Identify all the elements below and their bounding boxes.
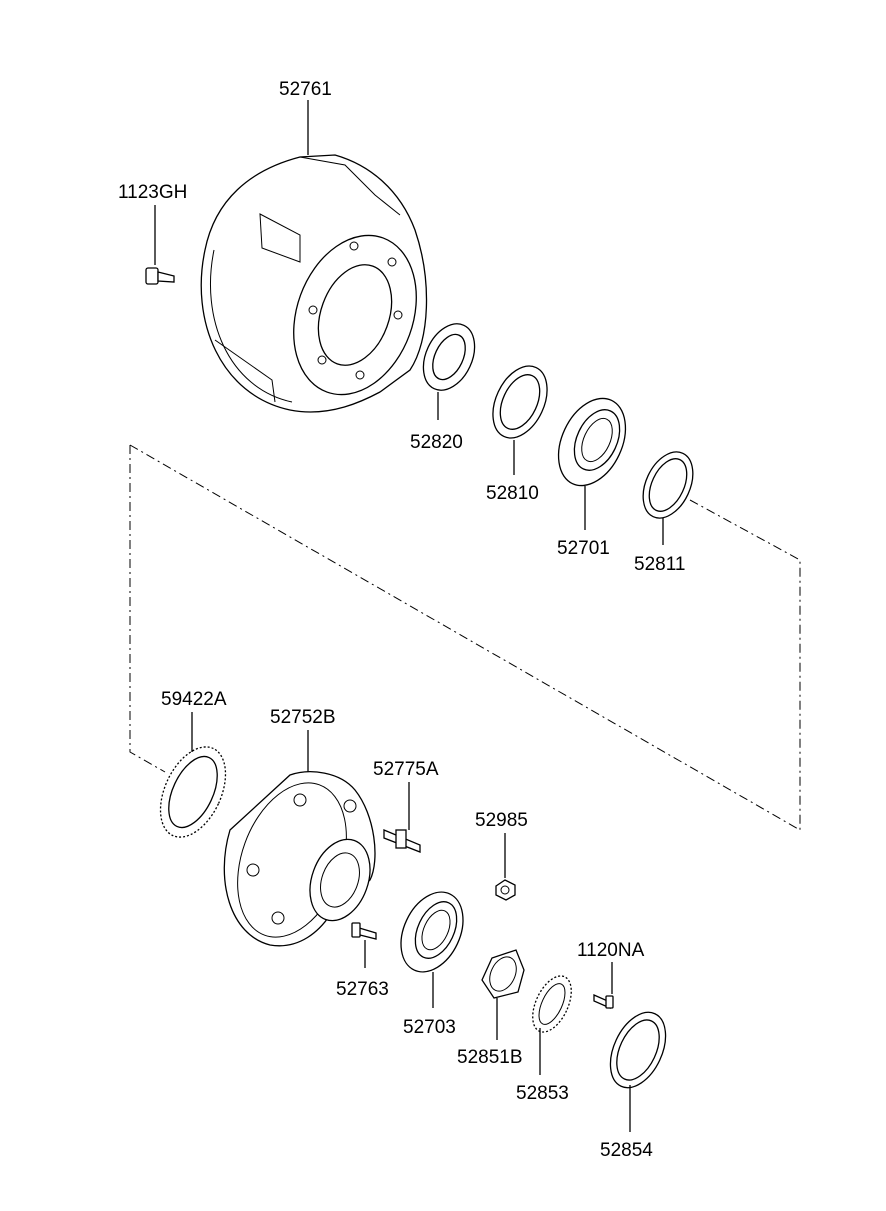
leader-lines bbox=[154, 100, 664, 1132]
label-59422a[interactable]: 59422A bbox=[161, 689, 227, 710]
label-52851b[interactable]: 52851B bbox=[457, 1047, 523, 1068]
label-52810[interactable]: 52810 bbox=[486, 483, 539, 504]
label-52763[interactable]: 52763 bbox=[336, 979, 389, 1000]
label-52854[interactable]: 52854 bbox=[600, 1140, 653, 1161]
seal-52854[interactable] bbox=[599, 1004, 676, 1097]
wheel-stud-52775a[interactable] bbox=[383, 829, 421, 853]
label-52703[interactable]: 52703 bbox=[403, 1017, 456, 1038]
bearing-52703[interactable] bbox=[389, 882, 475, 982]
bolt-1120na[interactable] bbox=[593, 994, 614, 1009]
tone-ring-59422a[interactable] bbox=[147, 737, 238, 848]
bearing-52701[interactable] bbox=[545, 388, 638, 497]
wheel-hub-52752b[interactable] bbox=[218, 768, 381, 953]
label-52811[interactable]: 52811 bbox=[634, 554, 685, 575]
bolt-1123gh[interactable] bbox=[145, 267, 175, 285]
bearing-race-52811[interactable] bbox=[633, 444, 702, 526]
nut-52985[interactable] bbox=[495, 879, 516, 901]
label-52775a[interactable]: 52775A bbox=[373, 759, 439, 780]
assembly-lines bbox=[129, 444, 801, 831]
label-52820[interactable]: 52820 bbox=[410, 432, 463, 453]
brake-drum[interactable] bbox=[200, 154, 437, 413]
washer-52853[interactable] bbox=[525, 970, 579, 1038]
label-1120na[interactable]: 1120NA bbox=[577, 940, 645, 961]
lock-nut-52851b[interactable] bbox=[481, 949, 525, 999]
bearing-race-52810[interactable] bbox=[482, 357, 558, 446]
bolt-52763[interactable] bbox=[351, 922, 377, 940]
label-52761[interactable]: 52761 bbox=[279, 79, 332, 100]
label-52752b[interactable]: 52752B bbox=[270, 707, 336, 728]
label-1123gh[interactable]: 1123GH bbox=[118, 182, 187, 203]
part-labels: 52761 1123GH 52820 52810 52701 52811 594… bbox=[118, 79, 685, 1161]
label-52853[interactable]: 52853 bbox=[516, 1083, 569, 1104]
seal-52820[interactable] bbox=[413, 316, 484, 399]
label-52701[interactable]: 52701 bbox=[557, 538, 610, 559]
label-52985[interactable]: 52985 bbox=[475, 810, 528, 831]
